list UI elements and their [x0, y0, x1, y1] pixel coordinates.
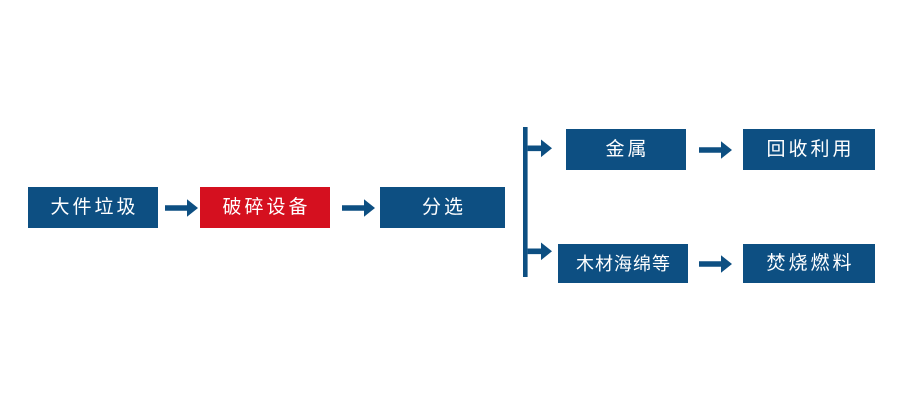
arrow-right-icon-2	[342, 199, 375, 217]
branch-split-icon	[523, 127, 552, 277]
node-sorting[interactable]: 分选	[380, 187, 505, 228]
node-incineration-fuel[interactable]: 焚烧燃料	[743, 244, 875, 283]
node-bulky-waste[interactable]: 大件垃圾	[28, 187, 158, 228]
node-wood-sponge[interactable]: 木材海绵等	[558, 244, 688, 283]
arrow-right-icon-4	[699, 255, 732, 273]
node-crusher[interactable]: 破碎设备	[200, 187, 330, 228]
node-metal[interactable]: 金属	[566, 129, 686, 170]
node-recycling[interactable]: 回收利用	[743, 129, 875, 170]
arrow-right-icon-1	[165, 199, 198, 217]
arrow-right-icon-3	[699, 141, 732, 159]
